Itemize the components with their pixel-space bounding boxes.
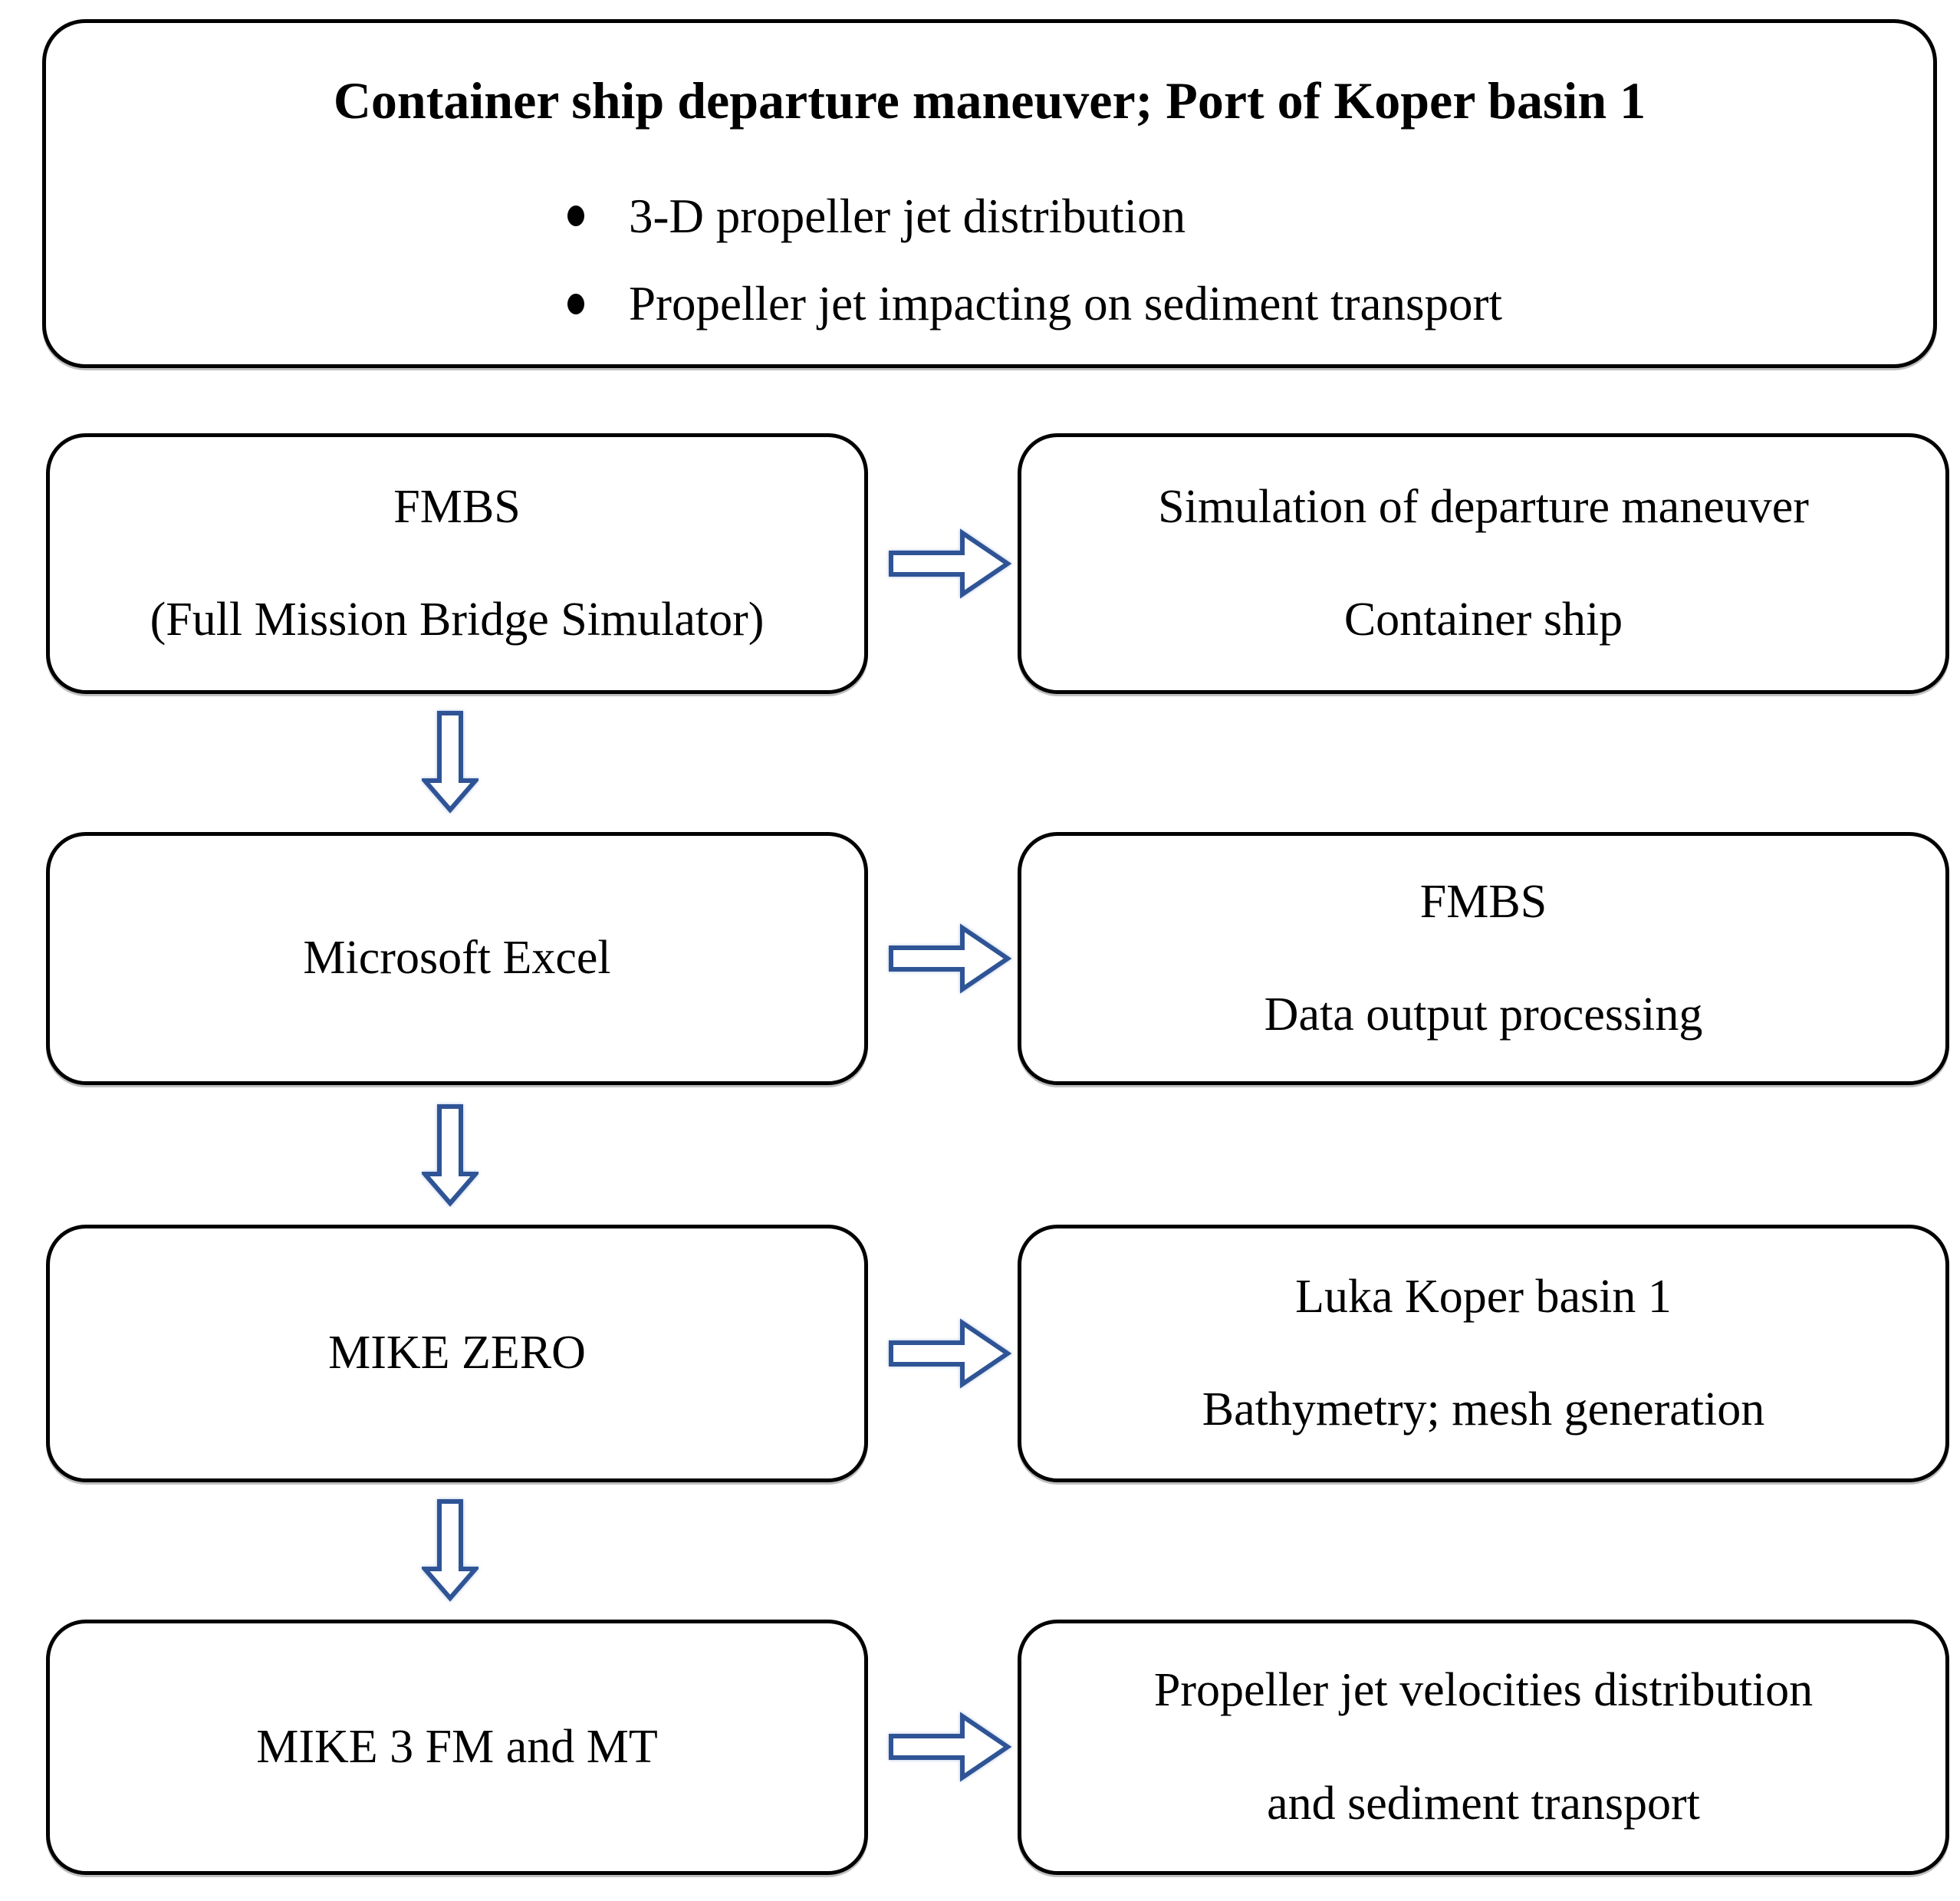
bullet-list: 3-D propeller jet distribution Propeller… — [567, 188, 1902, 333]
box-line: Data output processing — [1264, 988, 1703, 1041]
box-line: Microsoft Excel — [303, 932, 611, 985]
box-line: (Full Mission Bridge Simulator) — [150, 594, 765, 646]
bullet-icon — [567, 206, 584, 227]
box-line: Propeller jet velocities distribution — [1153, 1664, 1814, 1717]
box-line: Bathymetry; mesh generation — [1202, 1383, 1765, 1436]
page-title: Container ship departure maneuver; Port … — [333, 71, 1646, 130]
box-fmbs-data-output: FMBS Data output processing — [1018, 832, 1949, 1085]
down-arrow-icon — [422, 1499, 478, 1602]
box-simulation-departure: Simulation of departure maneuver Contain… — [1018, 433, 1949, 694]
box-line: FMBS — [393, 480, 521, 533]
box-luka-koper-bathymetry: Luka Koper basin 1 Bathymetry; mesh gene… — [1018, 1225, 1949, 1482]
box-line: and sediment transport — [1267, 1777, 1700, 1830]
box-fmbs: FMBS (Full Mission Bridge Simulator) — [46, 433, 868, 694]
box-mike-zero: MIKE ZERO — [46, 1225, 868, 1482]
down-arrow-icon — [422, 1104, 478, 1207]
box-line: Container ship — [1343, 594, 1623, 646]
header-box: Container ship departure maneuver; Port … — [42, 19, 1937, 368]
box-line: FMBS — [1419, 875, 1547, 928]
bullet-icon — [567, 293, 584, 314]
box-line: Luka Koper basin 1 — [1295, 1270, 1672, 1323]
right-arrow-icon — [889, 1318, 1012, 1389]
list-item: Propeller jet impacting on sediment tran… — [567, 275, 1902, 332]
box-mike-3-fm-mt: MIKE 3 FM and MT — [46, 1620, 868, 1875]
right-arrow-icon — [889, 528, 1012, 599]
right-arrow-icon — [889, 1712, 1012, 1782]
list-item: 3-D propeller jet distribution — [567, 188, 1902, 245]
bullet-text: 3-D propeller jet distribution — [629, 189, 1186, 243]
box-line: MIKE 3 FM and MT — [256, 1720, 658, 1773]
box-microsoft-excel: Microsoft Excel — [46, 832, 868, 1085]
box-propeller-jet-results: Propeller jet velocities distribution an… — [1018, 1620, 1949, 1875]
box-line: MIKE ZERO — [328, 1327, 586, 1380]
bullet-text: Propeller jet impacting on sediment tran… — [629, 277, 1502, 331]
down-arrow-icon — [422, 711, 478, 814]
box-line: Simulation of departure maneuver — [1158, 480, 1809, 533]
right-arrow-icon — [889, 923, 1012, 994]
